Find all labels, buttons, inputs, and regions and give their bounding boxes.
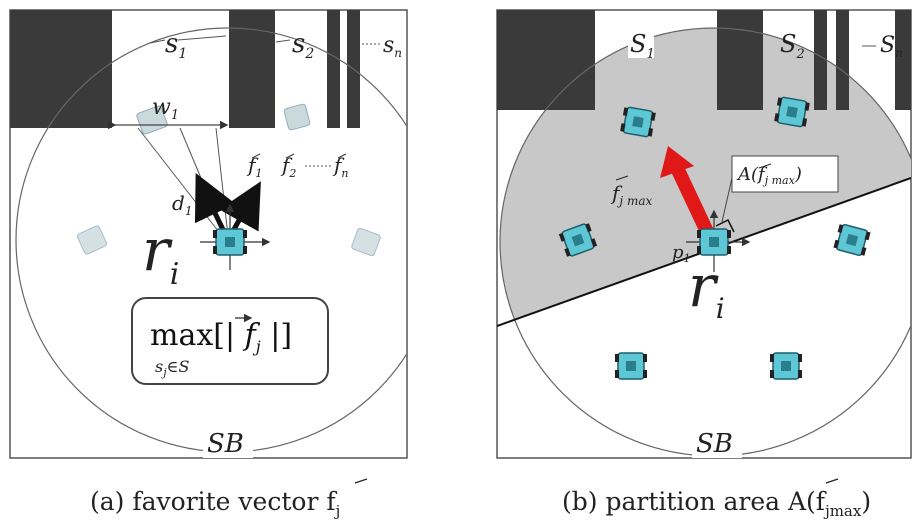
distance-label: d1 — [172, 191, 192, 218]
slot-leader — [149, 39, 166, 44]
slot-leader — [177, 35, 227, 41]
sb-label-bg — [203, 428, 253, 458]
vector-arrow-accents — [251, 153, 347, 159]
slot-label-n: sn — [383, 33, 402, 60]
ghost-robot — [283, 103, 311, 131]
caption-b: (b) partition area A(fjmax) — [562, 487, 871, 520]
caption-a: (a) favorite vector fj — [90, 487, 340, 520]
robot-ri — [697, 228, 731, 256]
slot-label-1: S1 — [630, 30, 655, 62]
slot-label-2: s2 — [292, 29, 314, 62]
wall-block — [836, 10, 849, 110]
robot — [620, 106, 656, 138]
point-label: p1 — [672, 242, 691, 265]
right-angle-marker — [715, 218, 735, 233]
slot-leader — [275, 39, 291, 43]
wall-block — [717, 10, 763, 110]
robot — [558, 223, 598, 257]
robot-label: ri — [142, 216, 179, 292]
max-vector-arrow — [671, 167, 717, 241]
ghost-robot — [351, 227, 381, 257]
area-leader — [721, 177, 733, 223]
robot — [774, 96, 810, 128]
sb-label: SB — [696, 429, 733, 459]
panel-a: s1 s2 sn w1 d1 f1 f2 fn — [9, 9, 408, 459]
slot-label-2: S2 — [780, 30, 805, 62]
distance-line — [137, 127, 230, 246]
slot-label-n: Sn — [880, 33, 903, 60]
wall-block — [327, 10, 340, 128]
robot-ri — [213, 228, 247, 256]
max-vector-label: fj max — [610, 181, 652, 208]
area-label-arrow — [758, 163, 772, 169]
wall-block — [895, 10, 911, 110]
ghost-robot — [76, 225, 108, 255]
formula-box — [131, 297, 329, 385]
wall-block — [814, 10, 827, 110]
sb-label: SB — [207, 429, 244, 459]
formula-text: max[| fj |] — [150, 318, 292, 356]
sb-label-bg — [692, 428, 742, 458]
wall-block — [10, 10, 112, 128]
max-vector-arrowhead — [660, 146, 694, 178]
max-vector-label-arrow — [615, 175, 629, 181]
robot — [615, 352, 647, 380]
robot-label: ri — [688, 252, 725, 325]
wall-block — [497, 10, 595, 110]
formula-subscript: sj∈S — [155, 357, 189, 379]
area-label-box — [731, 155, 839, 193]
caption-b-vector-arrow — [825, 478, 839, 484]
robot — [770, 352, 802, 380]
partition-area — [500, 28, 911, 325]
slot-label-1: s1 — [165, 29, 187, 62]
panel-b: S1 S2 Sn — [496, 9, 912, 459]
width-label: w1 — [152, 95, 179, 123]
slot-label-bg — [628, 30, 654, 58]
caption-a-vector-arrow — [354, 478, 368, 484]
